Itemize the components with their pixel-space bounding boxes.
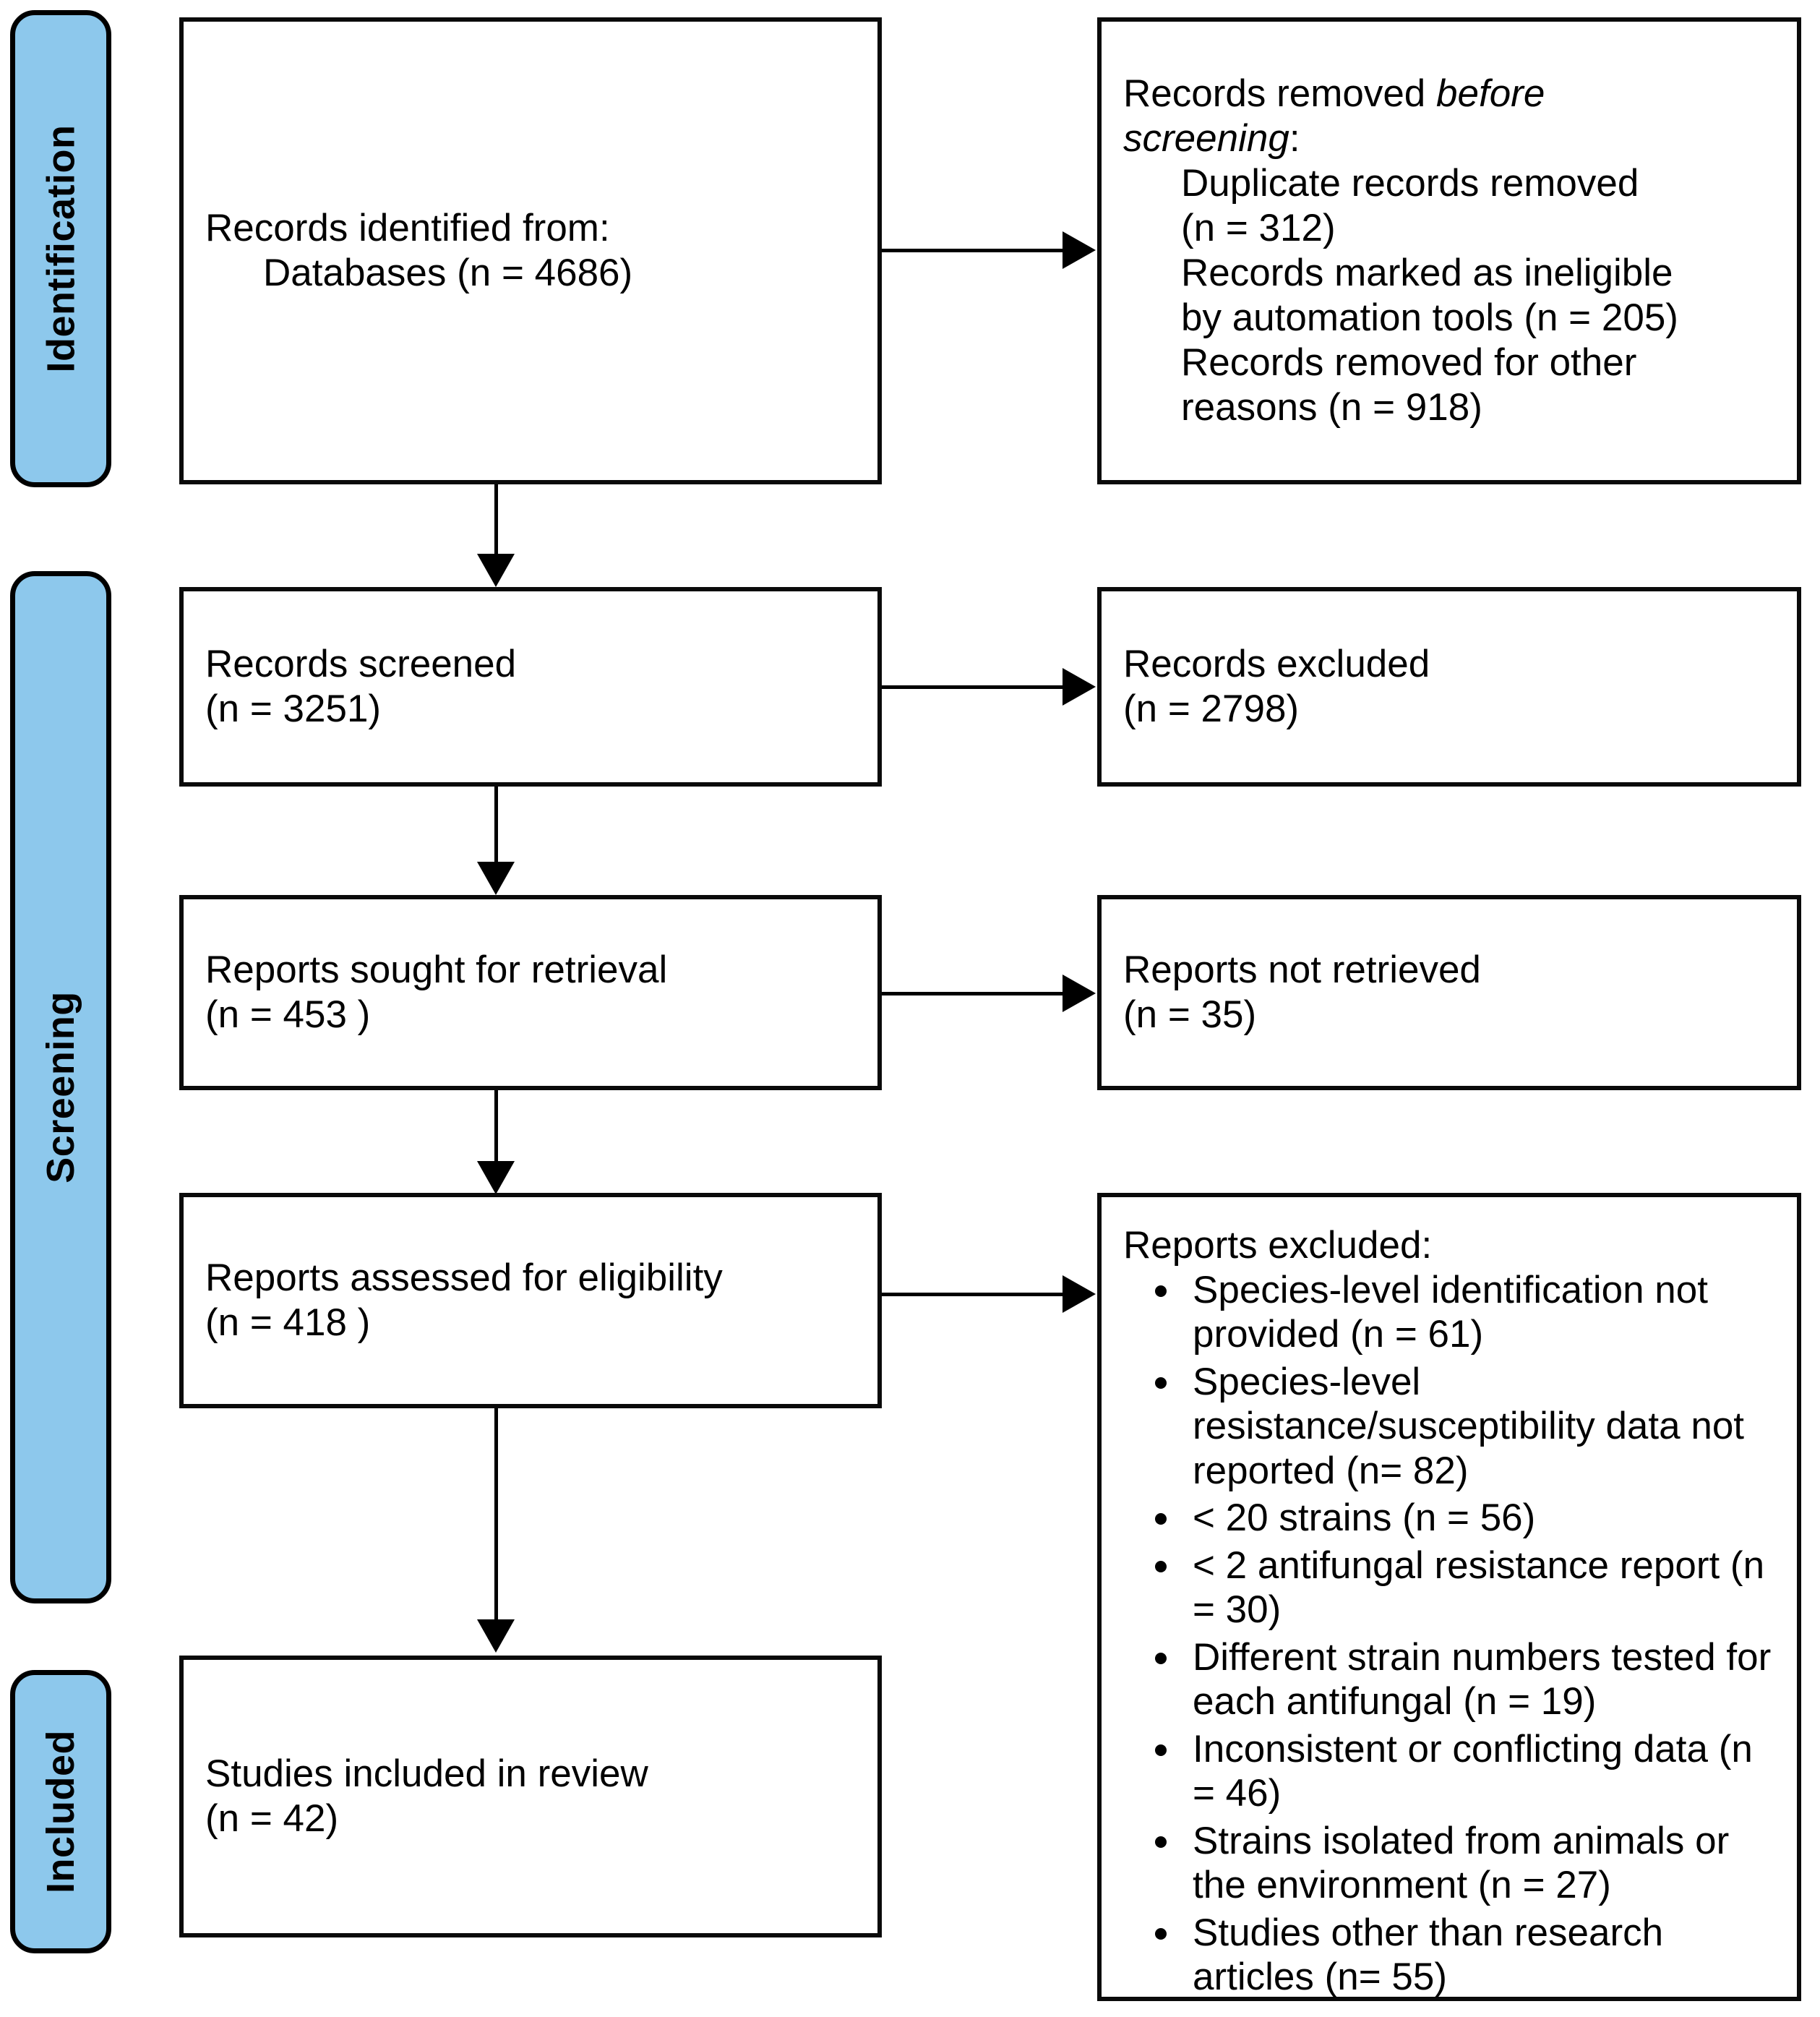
arrowhead-sought-to-assessed xyxy=(477,1161,515,1194)
reports-sought-line1: Reports sought for retrieval xyxy=(205,948,668,991)
records-removed-item-2: Records marked as ineligible xyxy=(1181,252,1673,294)
records-removed-heading-italic-2: screening xyxy=(1123,117,1289,160)
box-records-excluded: Records excluded (n = 2798) xyxy=(1097,587,1801,787)
stage-label-included-text: Included xyxy=(39,1729,83,1894)
reports-not-retrieved-line1: Reports not retrieved xyxy=(1123,948,1481,991)
reports-sought-line2: (n = 453 ) xyxy=(205,993,371,1036)
records-removed-heading-line2: screening: xyxy=(1123,116,1819,161)
stage-label-identification-text: Identification xyxy=(39,124,82,373)
arrowhead-assessed-to-reports-excluded xyxy=(1063,1275,1096,1313)
connector-assessed-to-reports-excluded xyxy=(882,1293,1064,1296)
arrowhead-assessed-to-included xyxy=(477,1619,515,1653)
records-screened-line1: Records screened xyxy=(205,643,517,685)
arrowhead-sought-to-not-retrieved xyxy=(1063,975,1096,1012)
records-removed-item-0: Duplicate records removed xyxy=(1181,162,1639,205)
records-removed-heading-plain: Records removed xyxy=(1123,72,1437,115)
records-removed-item-5: reasons (n = 918) xyxy=(1181,386,1482,429)
arrowhead-screened-to-sought xyxy=(477,862,515,895)
records-screened-line2: (n = 3251) xyxy=(205,688,382,730)
arrowhead-screened-to-excluded xyxy=(1063,668,1096,706)
box-studies-included-in-review: Studies included in review (n = 42) xyxy=(179,1656,882,1937)
records-identified-line1: Records identified from: xyxy=(205,207,610,249)
records-removed-item-3: by automation tools (n = 205) xyxy=(1181,296,1678,339)
reports-not-retrieved-line2: (n = 35) xyxy=(1123,993,1257,1036)
connector-identified-to-screened xyxy=(494,484,498,555)
box-records-screened: Records screened (n = 3251) xyxy=(179,587,882,787)
records-removed-heading-colon: : xyxy=(1289,117,1300,160)
reports-excluded-reason-item: Different strain numbers tested for each… xyxy=(1155,1635,1775,1724)
records-removed-heading: Records removed before xyxy=(1123,72,1819,116)
box-reports-not-retrieved: Reports not retrieved (n = 35) xyxy=(1097,895,1801,1090)
connector-screened-to-excluded xyxy=(882,685,1064,689)
stage-label-screening: Screening xyxy=(10,571,111,1603)
box-reports-sought-for-retrieval: Reports sought for retrieval (n = 453 ) xyxy=(179,895,882,1090)
box-records-removed-before-screening: Records removed before screening: Duplic… xyxy=(1097,17,1801,484)
records-removed-heading-italic-1: before xyxy=(1436,72,1545,115)
stage-label-identification: Identification xyxy=(10,10,111,487)
reports-assessed-line1: Reports assessed for eligibility xyxy=(205,1256,723,1299)
stage-label-screening-text: Screening xyxy=(39,991,82,1183)
reports-excluded-reason-list: Species-level identification not provide… xyxy=(1123,1268,1775,2000)
connector-sought-to-not-retrieved xyxy=(882,992,1064,995)
reports-excluded-reason-item: Species-level identification not provide… xyxy=(1155,1268,1775,1357)
connector-assessed-to-included xyxy=(494,1408,498,1622)
reports-excluded-heading: Reports excluded: xyxy=(1123,1224,1433,1267)
reports-excluded-reason-item: Strains isolated from animals or the env… xyxy=(1155,1819,1775,1908)
arrowhead-identified-to-removed xyxy=(1063,231,1096,269)
records-removed-item-1: (n = 312) xyxy=(1181,207,1336,249)
reports-excluded-reason-item: < 2 antifungal resistance report (n = 30… xyxy=(1155,1543,1775,1632)
arrowhead-identified-to-screened xyxy=(477,554,515,587)
reports-excluded-reason-item: < 20 strains (n = 56) xyxy=(1155,1496,1775,1540)
box-reports-assessed-for-eligibility: Reports assessed for eligibility (n = 41… xyxy=(179,1193,882,1408)
stage-label-included: Included xyxy=(10,1670,111,1953)
records-identified-line2: Databases (n = 4686) xyxy=(263,252,633,294)
box-reports-excluded: Reports excluded: Species-level identifi… xyxy=(1097,1193,1801,2001)
connector-sought-to-assessed xyxy=(494,1090,498,1165)
studies-included-line2: (n = 42) xyxy=(205,1797,339,1840)
connector-screened-to-sought xyxy=(494,787,498,865)
records-removed-item-4: Records removed for other xyxy=(1181,341,1637,384)
box-records-identified: Records identified from: Databases (n = … xyxy=(179,17,882,484)
reports-excluded-reason-item: Species-level resistance/susceptibility … xyxy=(1155,1360,1775,1493)
studies-included-line1: Studies included in review xyxy=(205,1752,648,1795)
records-excluded-line1: Records excluded xyxy=(1123,643,1430,685)
records-excluded-line2: (n = 2798) xyxy=(1123,688,1300,730)
reports-excluded-reason-item: Studies other than research articles (n=… xyxy=(1155,1911,1775,2000)
reports-excluded-reason-item: Inconsistent or conflicting data (n = 46… xyxy=(1155,1727,1775,1816)
connector-identified-to-removed xyxy=(882,249,1064,252)
reports-assessed-line2: (n = 418 ) xyxy=(205,1301,371,1344)
